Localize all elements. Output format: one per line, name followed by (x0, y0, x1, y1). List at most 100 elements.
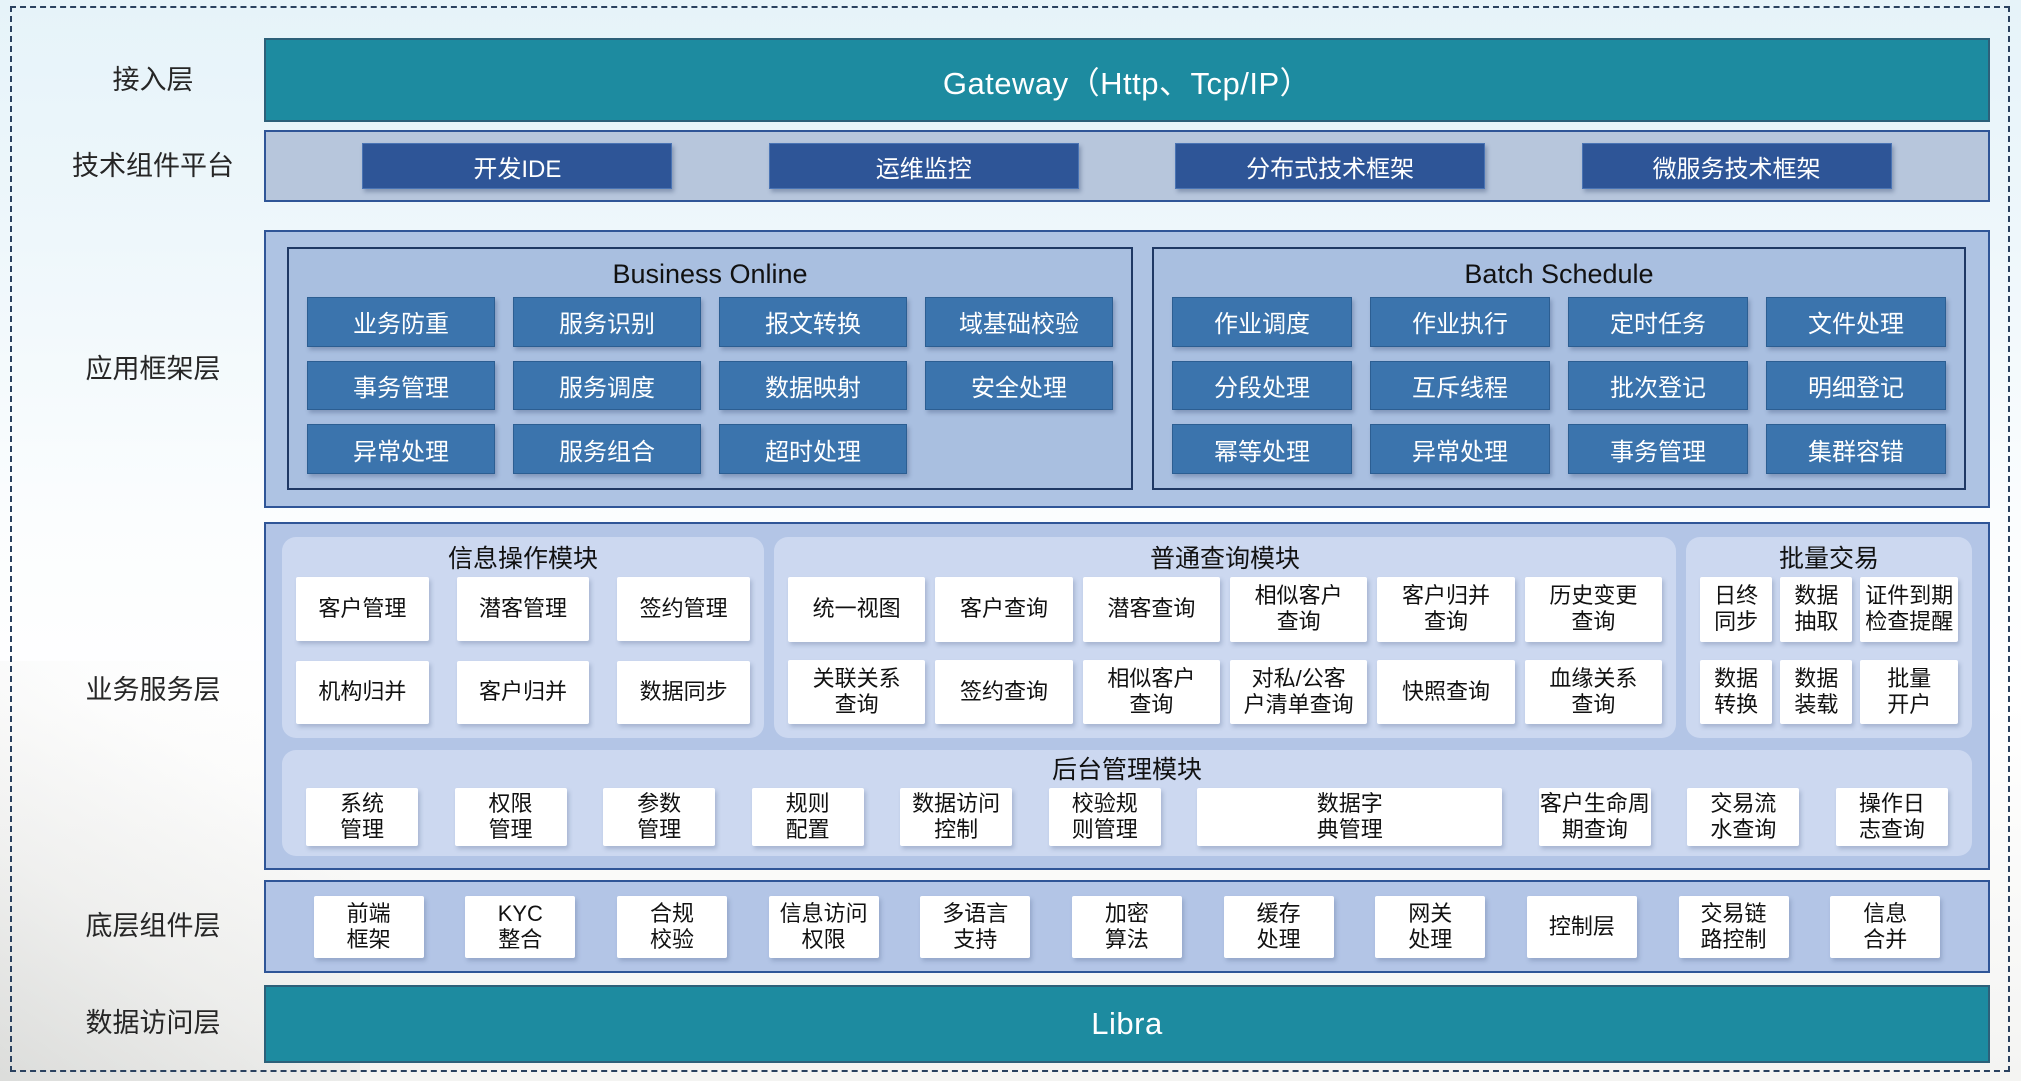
base-component-item: 控制层 (1526, 895, 1637, 958)
business-online-title: Business Online (612, 259, 808, 289)
common-query-item: 客户查询 (935, 577, 1073, 642)
batch-trade-title: 批量交易 (1778, 545, 1879, 573)
info-operation-item: 数据同步 (617, 660, 750, 724)
tech-platform-item: 分布式技术框架 (1175, 143, 1486, 189)
batch-trade-item: 数据 装载 (1780, 659, 1853, 724)
batch-schedule-grid: 作业调度作业执行定时任务文件处理分段处理互斥线程批次登记明细登记幂等处理异常处理… (1172, 297, 1946, 474)
business-online-item: 报文转换 (719, 297, 907, 347)
batch-schedule-item: 分段处理 (1172, 360, 1352, 411)
base-component-item: 信息访问 权限 (768, 895, 879, 958)
common-query-item: 潜客查询 (1082, 577, 1220, 642)
admin-module-item: 数据字 典管理 (1197, 788, 1503, 846)
business-online-item: 异常处理 (307, 424, 495, 474)
common-query-item: 相似客户 查询 (1082, 659, 1220, 724)
base-component-item: KYC 整合 (465, 895, 576, 958)
admin-module-item: 规则 配置 (751, 788, 864, 846)
base-components-band: 前端 框架 KYC 整合合规 校验信息访问 权限多语言 支持加密 算法缓存 处理网… (264, 880, 1990, 973)
common-query-title: 普通查询模块 (1149, 545, 1300, 573)
layer-label-data: 数据访问层 (85, 1008, 221, 1038)
business-service-band: 信息操作模块 客户管理潜客管理签约管理机构归并客户归并数据同步 普通查询模块 统… (264, 522, 1990, 870)
common-query-item: 客户归并 查询 (1377, 577, 1515, 642)
batch-schedule-item: 明细登记 (1766, 360, 1946, 411)
base-component-item: 缓存 处理 (1223, 895, 1334, 958)
common-query-item: 对私/公客 户清单查询 (1229, 659, 1368, 724)
info-operation-item: 签约管理 (617, 577, 750, 641)
batch-schedule-item: 互斥线程 (1370, 360, 1550, 411)
base-component-item: 合规 校验 (616, 895, 727, 958)
tech-platform-item: 开发IDE (362, 143, 673, 189)
common-query-item: 相似客户 查询 (1229, 577, 1368, 642)
admin-module-item: 操作日 志查询 (1835, 788, 1948, 846)
batch-schedule-panel: Batch Schedule 作业调度作业执行定时任务文件处理分段处理互斥线程批… (1152, 247, 1966, 490)
business-online-item: 安全处理 (925, 360, 1113, 411)
layer-label-base: 底层组件层 (85, 911, 221, 941)
common-query-item: 快照查询 (1377, 659, 1515, 724)
batch-trade-item: 批量 开户 (1860, 659, 1958, 724)
base-component-item: 网关 处理 (1375, 895, 1486, 958)
batch-trade-item: 日终 同步 (1700, 577, 1773, 642)
batch-schedule-title: Batch Schedule (1464, 259, 1654, 289)
business-online-panel: Business Online 业务防重服务识别报文转换域基础校验事务管理服务调… (287, 247, 1133, 490)
layer-label-access: 接入层 (112, 65, 194, 95)
info-operation-item: 机构归并 (296, 660, 429, 724)
common-query-item: 签约查询 (935, 659, 1073, 724)
business-online-item: 服务调度 (513, 360, 701, 411)
business-online-item: 服务组合 (513, 424, 701, 474)
batch-schedule-item: 定时任务 (1568, 297, 1748, 347)
admin-module-item: 系统 管理 (306, 788, 418, 846)
gateway-bar: Gateway（Http、Tcp/IP） (264, 38, 1990, 122)
info-operation-item: 客户管理 (296, 577, 429, 641)
info-operation-module: 信息操作模块 客户管理潜客管理签约管理机构归并客户归并数据同步 (282, 537, 764, 738)
batch-trade-item: 证件到期 检查提醒 (1860, 577, 1958, 642)
batch-trade-module: 批量交易 日终 同步数据 抽取证件到期 检查提醒数据 转换数据 装载批量 开户 (1686, 537, 1972, 738)
batch-schedule-item: 集群容错 (1766, 424, 1946, 474)
common-query-item: 关联关系 查询 (788, 659, 926, 724)
batch-schedule-item: 异常处理 (1370, 424, 1550, 474)
common-query-module: 普通查询模块 统一视图客户查询潜客查询相似客户 查询客户归并 查询历史变更 查询… (774, 537, 1676, 738)
business-online-item: 域基础校验 (925, 297, 1113, 347)
info-operation-title: 信息操作模块 (447, 545, 598, 573)
admin-module-item: 参数 管理 (603, 788, 716, 846)
batch-schedule-item: 文件处理 (1766, 297, 1946, 347)
service-modules-row: 信息操作模块 客户管理潜客管理签约管理机构归并客户归并数据同步 普通查询模块 统… (282, 537, 1972, 738)
batch-trade-item: 数据 抽取 (1780, 577, 1853, 642)
app-framework-band: Business Online 业务防重服务识别报文转换域基础校验事务管理服务调… (264, 230, 1990, 508)
info-operation-grid: 客户管理潜客管理签约管理机构归并客户归并数据同步 (296, 577, 750, 724)
batch-schedule-item: 作业调度 (1172, 297, 1352, 347)
common-query-item: 血缘关系 查询 (1524, 659, 1662, 724)
admin-module-item: 交易流 水查询 (1687, 788, 1800, 846)
batch-trade-grid: 日终 同步数据 抽取证件到期 检查提醒数据 转换数据 装载批量 开户 (1700, 577, 1958, 724)
admin-module-item: 校验规 则管理 (1048, 788, 1161, 846)
base-component-item: 交易链 路控制 (1678, 895, 1789, 958)
batch-schedule-item: 批次登记 (1568, 360, 1748, 411)
admin-module-item: 数据访问 控制 (900, 788, 1013, 846)
batch-schedule-item: 幂等处理 (1172, 424, 1352, 474)
business-online-item: 超时处理 (719, 424, 907, 474)
layer-label-service: 业务服务层 (85, 675, 221, 705)
layer-label-app: 应用框架层 (85, 354, 221, 384)
business-online-grid: 业务防重服务识别报文转换域基础校验事务管理服务调度数据映射安全处理异常处理服务组… (307, 297, 1113, 474)
admin-module: 后台管理模块 系统 管理权限 管理参数 管理规则 配置数据访问 控制校验规 则管… (282, 750, 1972, 856)
base-component-item: 加密 算法 (1071, 895, 1182, 958)
admin-module-item: 权限 管理 (454, 788, 567, 846)
base-component-item: 多语言 支持 (920, 895, 1031, 958)
base-component-item: 信息 合并 (1830, 895, 1941, 958)
common-query-item: 历史变更 查询 (1524, 577, 1662, 642)
base-component-item: 前端 框架 (313, 895, 424, 958)
business-online-item: 业务防重 (307, 297, 495, 347)
layer-label-tech: 技术组件平台 (72, 151, 234, 181)
common-query-item: 统一视图 (788, 577, 926, 642)
tech-platform-item: 运维监控 (768, 143, 1079, 189)
batch-trade-item: 数据 转换 (1700, 659, 1773, 724)
business-online-item: 数据映射 (719, 360, 907, 411)
info-operation-item: 潜客管理 (456, 577, 590, 641)
admin-module-title: 后台管理模块 (1051, 756, 1202, 784)
info-operation-item: 客户归并 (456, 660, 590, 724)
business-online-item: 事务管理 (307, 360, 495, 411)
common-query-grid: 统一视图客户查询潜客查询相似客户 查询客户归并 查询历史变更 查询关联关系 查询… (788, 577, 1662, 724)
admin-module-row: 系统 管理权限 管理参数 管理规则 配置数据访问 控制校验规 则管理数据字 典管… (306, 788, 1948, 846)
business-online-item: 服务识别 (513, 297, 701, 347)
libra-bar: Libra (264, 985, 1990, 1063)
